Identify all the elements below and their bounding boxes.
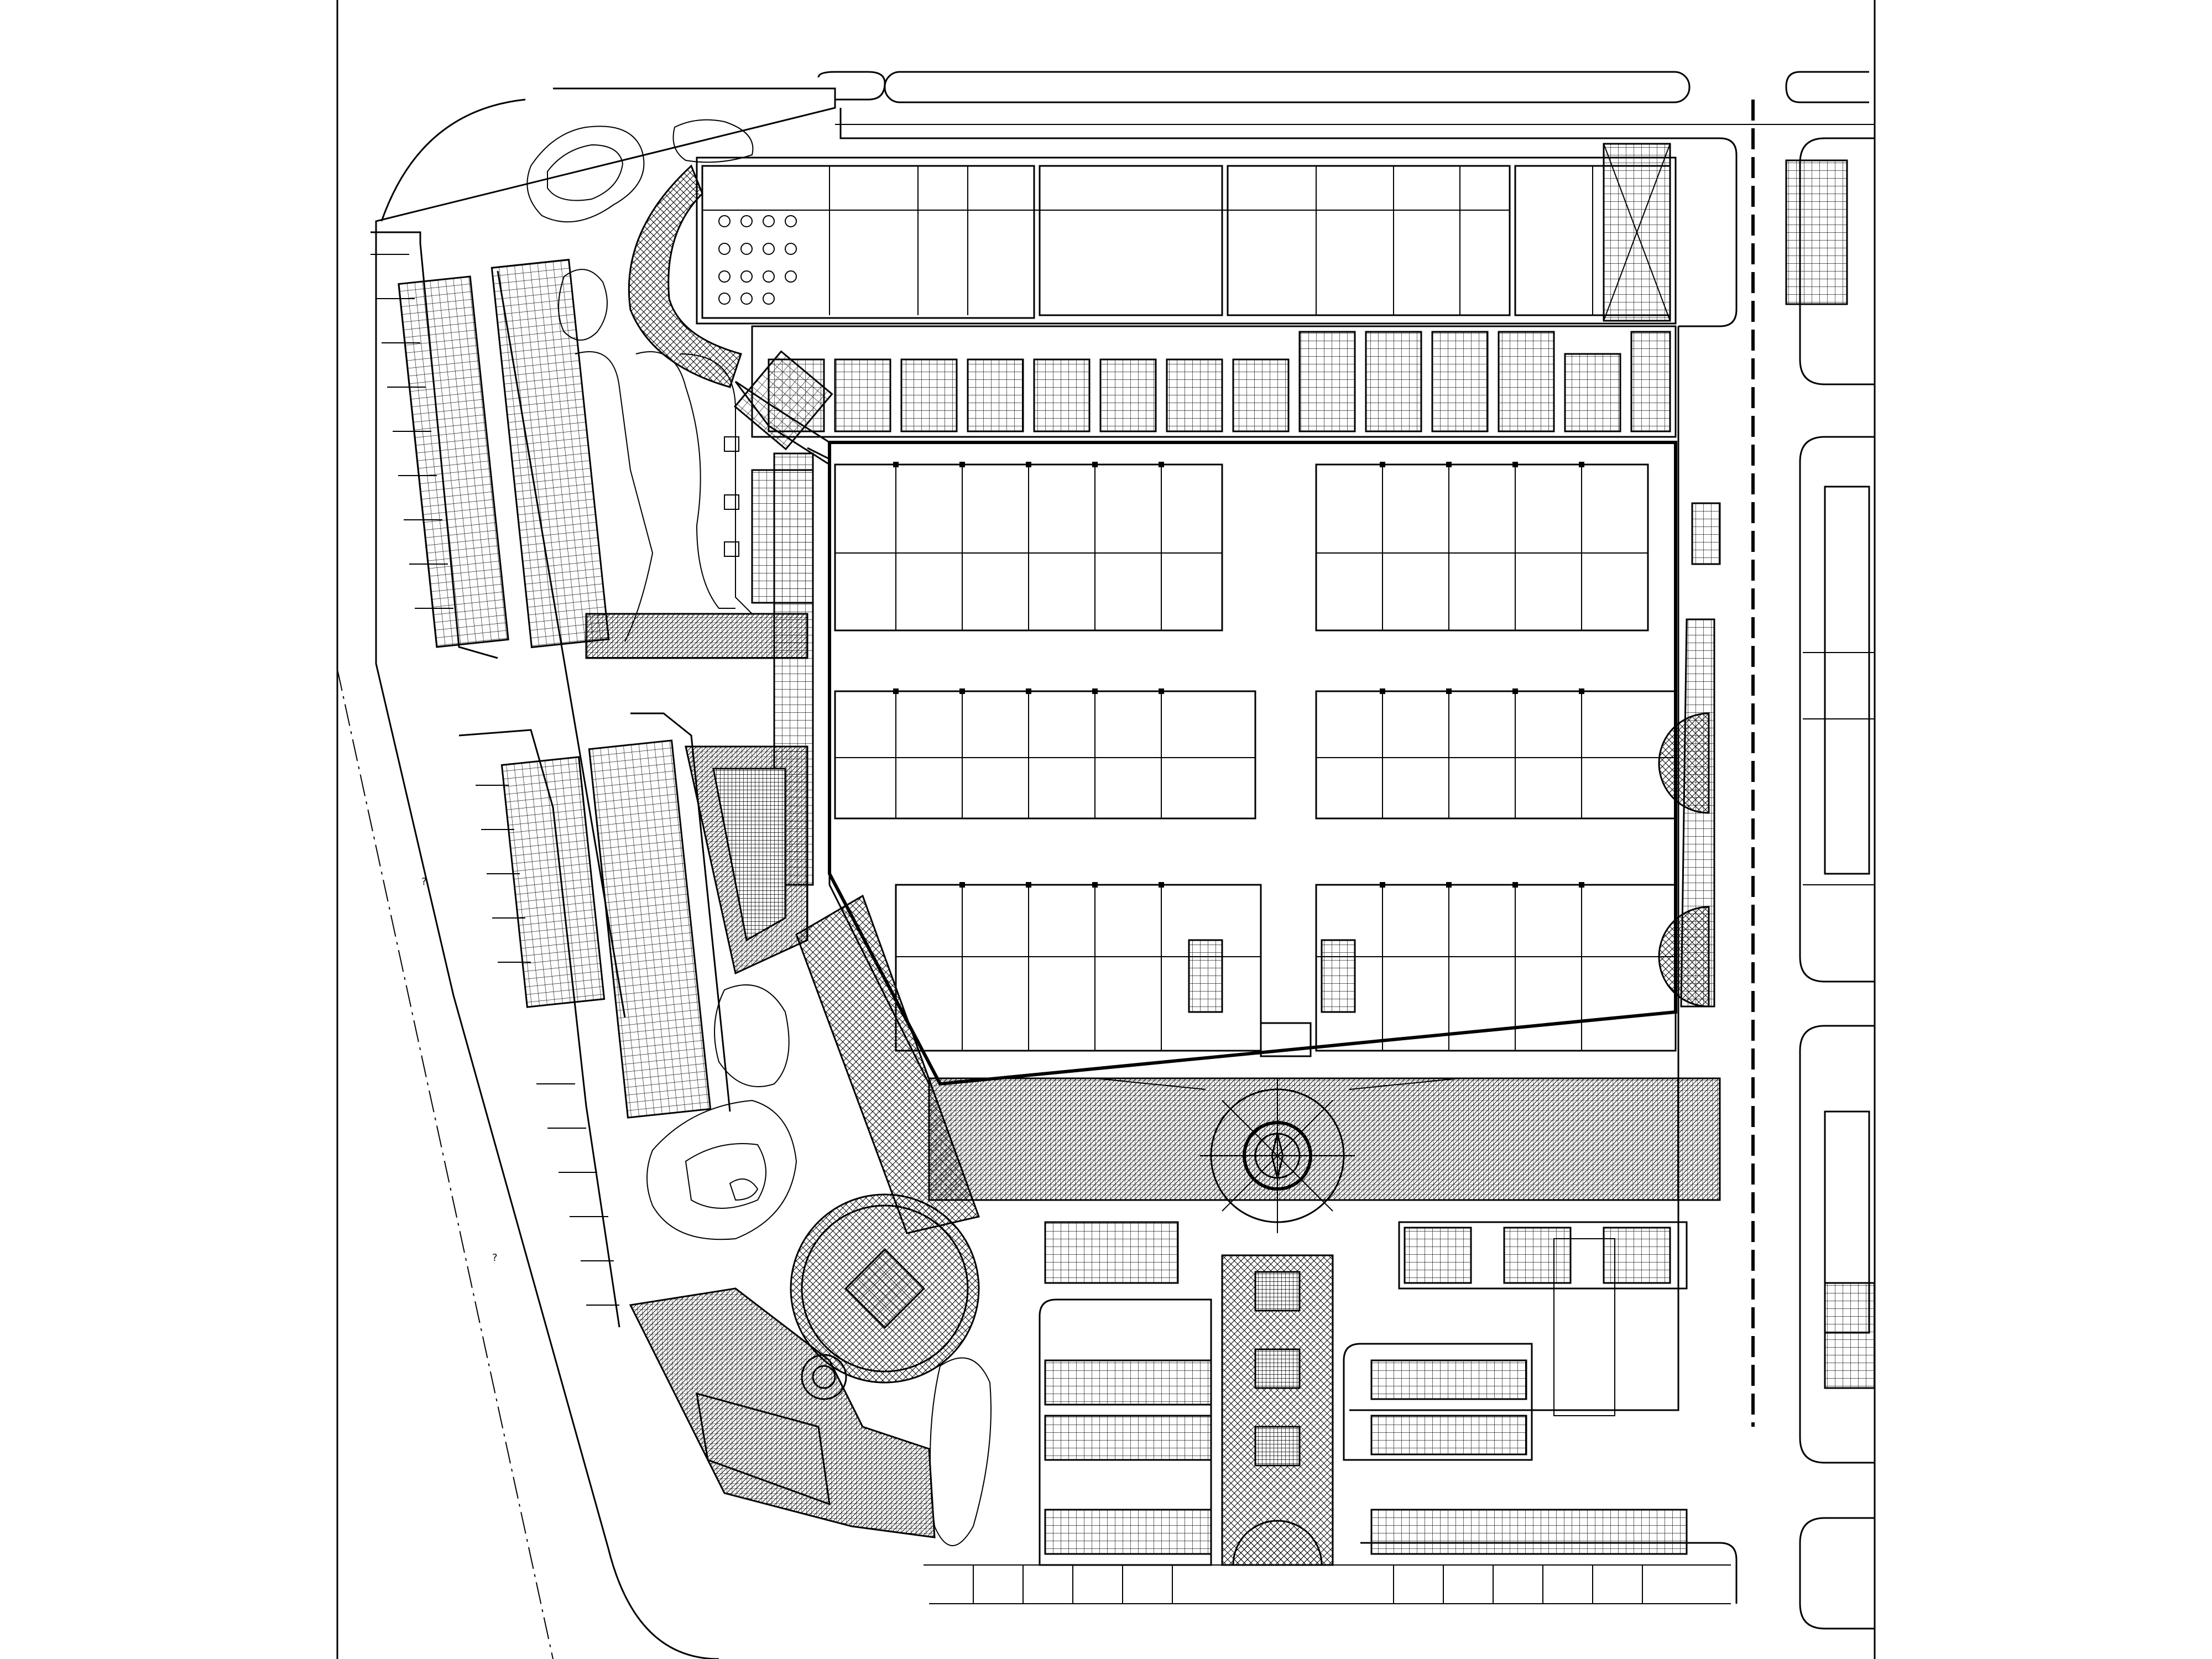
annotation-q1: ? — [421, 876, 427, 888]
west-road-centerline — [337, 669, 554, 1659]
annotation-q2: ? — [492, 1252, 498, 1264]
central-rosette — [1094, 1078, 1460, 1233]
north-shop-strip — [751, 325, 1677, 438]
north-road-curbs — [817, 71, 1875, 125]
mall-store-grid — [834, 462, 1721, 1057]
site-boundary — [375, 87, 1738, 1659]
west-parking — [371, 231, 731, 1328]
west-garden-ponds — [646, 984, 797, 1240]
south-parking — [924, 1298, 1738, 1604]
central-boulevard — [1221, 1254, 1334, 1566]
southwest-circular-plaza — [629, 1193, 992, 1546]
escalators — [1188, 502, 1721, 1057]
east-edge-planters — [1658, 712, 1710, 1008]
north-building — [696, 143, 1677, 325]
main-mall-building — [773, 441, 1715, 1086]
south-plaza — [928, 1077, 1721, 1416]
north-building-furniture — [718, 215, 797, 305]
east-neighbour-blocks — [1785, 137, 1876, 1630]
